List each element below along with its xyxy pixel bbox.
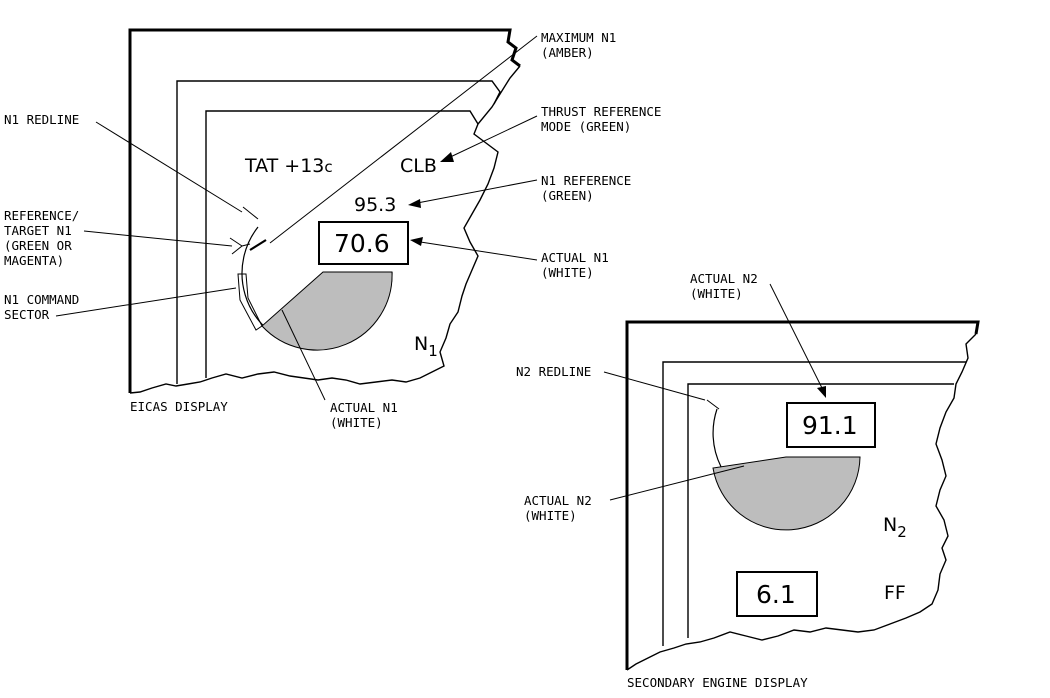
secondary-display-label: SECONDARY ENGINE DISPLAY — [627, 675, 808, 690]
leader-n1-command-sector — [55, 287, 237, 317]
tat-readout: TAT +13c — [244, 155, 333, 177]
reference-target-n1-mark — [229, 237, 251, 255]
n1-command-sector — [237, 273, 263, 331]
callout-n2-redline: N2 REDLINE — [516, 364, 591, 379]
leader-actual-n1-bottom — [281, 309, 326, 401]
eicas-callouts: N1 REDLINE REFERENCE/ TARGET N1 (GREEN O… — [4, 30, 669, 430]
callout-n1-redline: N1 REDLINE — [4, 112, 79, 127]
eicas-outer-frame — [128, 28, 521, 393]
n2-actual-value: 91.1 — [802, 411, 858, 440]
arrow-thrust-reference-mode — [440, 152, 454, 162]
n2-actual-box — [786, 402, 876, 448]
eicas-display: EICAS DISPLAY TAT +13c CLB 95.3 70.6 N1 — [128, 28, 521, 414]
secondary-callouts: ACTUAL N2 (WHITE) N2 REDLINE ACTUAL N2 (… — [516, 271, 826, 523]
n1-redline-mark — [242, 206, 259, 220]
leader-actual-n1-right — [413, 240, 538, 261]
arrow-actual-n2-top — [817, 386, 826, 398]
arrow-n1-reference — [408, 199, 421, 208]
leader-n1-redline — [95, 121, 243, 213]
leader-n1-reference — [411, 179, 538, 205]
n2-actual-sector — [712, 456, 861, 531]
thrust-mode-text: CLB — [400, 155, 437, 177]
secondary-middle-frame — [662, 361, 966, 646]
callout-actual-n1-right: ACTUAL N1 (WHITE) — [541, 250, 616, 280]
callout-thrust-reference-mode: THRUST REFERENCE MODE (GREEN) — [541, 104, 669, 134]
callout-reference-target-n1: REFERENCE/ TARGET N1 (GREEN OR MAGENTA) — [4, 208, 87, 268]
n1-reference-value: 95.3 — [354, 194, 396, 216]
eicas-torn-edge — [129, 65, 521, 394]
fuel-flow-value: 6.1 — [756, 580, 796, 609]
callout-n1-command-sector: N1 COMMAND SECTOR — [4, 292, 87, 322]
n1-actual-value: 70.6 — [334, 229, 390, 258]
leader-thrust-reference-mode — [443, 115, 538, 161]
eicas-display-label: EICAS DISPLAY — [130, 399, 228, 414]
fuel-flow-box — [736, 571, 818, 617]
callout-n1-reference: N1 REFERENCE (GREEN) — [541, 173, 639, 203]
callout-actual-n1-bottom: ACTUAL N1 (WHITE) — [330, 400, 405, 430]
callout-maximum-n1: MAXIMUM N1 (AMBER) — [541, 30, 624, 60]
fuel-flow-label: FF — [884, 582, 906, 604]
leader-actual-n2-left — [609, 465, 745, 501]
n2-symbol: N2 — [883, 514, 907, 541]
eicas-inner-frame — [205, 110, 479, 378]
secondary-engine-display: SECONDARY ENGINE DISPLAY 91.1 N2 6.1 FF — [625, 320, 980, 690]
callout-actual-n2-left: ACTUAL N2 (WHITE) — [524, 493, 599, 523]
leader-n2-redline — [603, 371, 706, 401]
n1-actual-box — [318, 221, 409, 265]
leader-actual-n2-top — [769, 283, 825, 393]
tat-unit: c — [324, 158, 332, 176]
n1-actual-sector — [261, 271, 393, 351]
n1-symbol: N1 — [414, 333, 438, 360]
secondary-inner-frame — [687, 383, 954, 638]
callout-actual-n2-top: ACTUAL N2 (WHITE) — [690, 271, 765, 301]
n2-redline-mark — [706, 399, 720, 410]
arrow-actual-n1-right — [410, 237, 423, 246]
leader-reference-target-n1 — [83, 230, 233, 247]
maximum-n1-mark — [249, 239, 267, 251]
secondary-torn-edge — [626, 333, 977, 671]
leader-maximum-n1 — [269, 35, 538, 244]
tat-label: TAT +13 — [244, 155, 324, 177]
